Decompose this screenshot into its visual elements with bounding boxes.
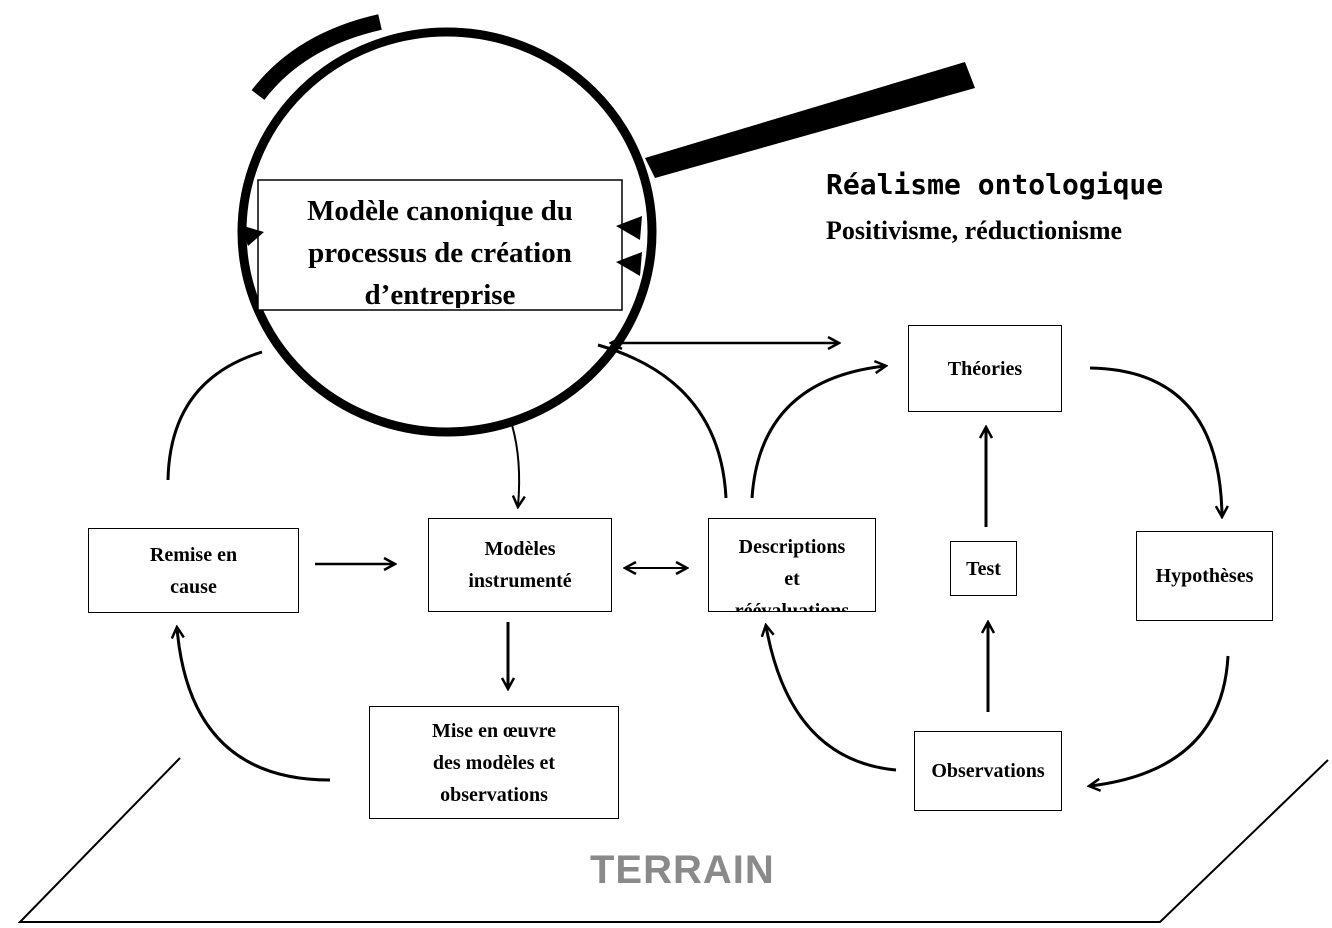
box-modeles-label: Modèles instrumenté: [468, 538, 572, 592]
arrow-lens-modeles: [511, 424, 519, 506]
lens-box: [257, 179, 623, 311]
arrow-hypotheses-observations: [1090, 655, 1230, 786]
box-modeles: Modèles instrumenté: [428, 518, 612, 612]
lens-label: Modèle canonique du processus de créatio…: [307, 195, 573, 308]
box-test: Test: [950, 541, 1017, 596]
arrow-observations-descriptions: [766, 626, 897, 772]
box-hypotheses: Hypothèses: [1136, 531, 1273, 621]
box-remise-label: Remise en cause: [149, 543, 238, 598]
box-observations-label: Observations: [931, 760, 1045, 782]
box-observations: Observations: [914, 731, 1062, 811]
box-remise-en-cause: Remise en cause: [88, 528, 299, 613]
box-mise-en-oeuvre: Mise en œuvre des modèles et observation…: [369, 706, 619, 819]
box-mise-label: Mise en œuvre des modèles et observation…: [431, 719, 557, 806]
arc-remise-lens: [166, 350, 263, 481]
box-theories: Théories: [908, 325, 1062, 412]
magnifier-handle: [645, 62, 975, 178]
terrain-label: TERRAIN: [590, 848, 775, 892]
arrow-descriptions-theories: [750, 366, 885, 499]
arc-descriptions-lens: [597, 343, 728, 499]
box-hypotheses-label: Hypothèses: [1155, 565, 1254, 587]
box-theories-label: Théories: [947, 357, 1023, 380]
box-test-label: Test: [966, 557, 1001, 580]
heading-subtitle: Positivisme, réductionisme: [826, 216, 1123, 245]
arrow-mise-remise: [177, 628, 331, 782]
arrow-theories-hypotheses: [1089, 366, 1222, 516]
box-descriptions: Descriptions et réévaluations: [708, 518, 876, 612]
terrain-plane: [17, 757, 1329, 923]
heading-title: Réalisme ontologique: [826, 168, 1164, 201]
box-descriptions-label: Descriptions et réévaluations: [734, 536, 850, 612]
